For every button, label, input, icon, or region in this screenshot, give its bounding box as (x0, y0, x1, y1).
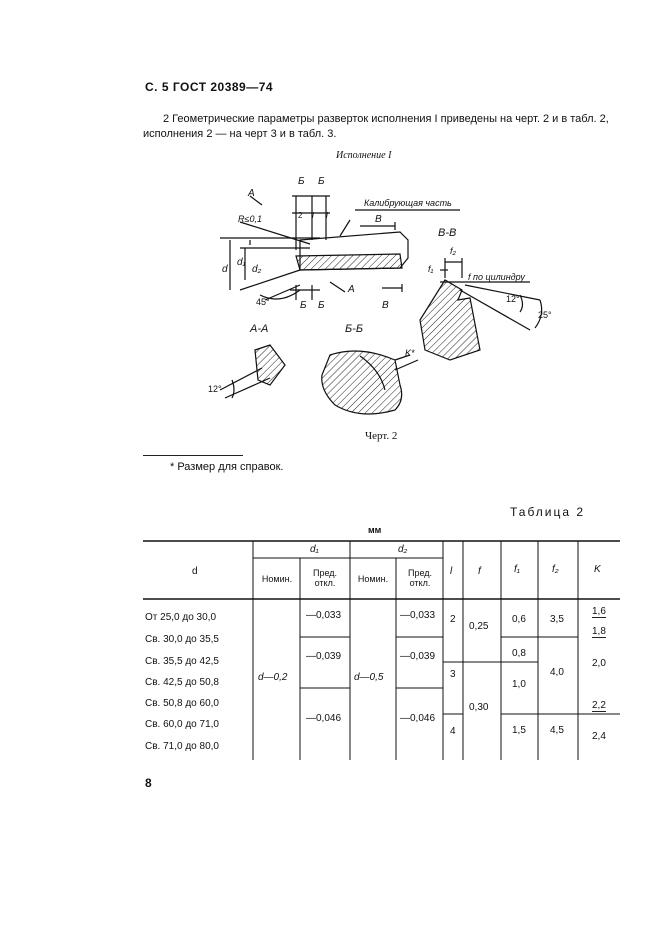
th-f1: f₁ (514, 564, 520, 575)
label-VV: В-В (438, 227, 456, 239)
k-value: 2,0 (592, 658, 606, 669)
l-value: 4 (450, 726, 456, 737)
th-d: d (192, 566, 198, 577)
k-value: 2,2 (592, 700, 606, 712)
row-d-range: Св. 30,0 до 35,5 (145, 634, 219, 645)
label-V-bot: В (382, 300, 389, 311)
d2-deviation: —0,039 (400, 651, 436, 662)
k-value: 2,4 (592, 731, 606, 742)
label-d: d (222, 264, 228, 275)
th-dev2: Пред. откл. (407, 568, 433, 588)
f1-value: 1,0 (512, 679, 526, 690)
th-nom2: Номин. (357, 574, 389, 584)
label-f2: f₂ (450, 246, 457, 256)
section-bb-profile (321, 350, 403, 415)
th-dev1: Пред. откл. (312, 568, 338, 588)
row-d-range: Св. 42,5 до 50,8 (145, 677, 219, 688)
label-25: 25° (538, 310, 552, 320)
label-d2: d₂ (252, 264, 262, 275)
d1-deviation: —0,033 (306, 610, 342, 621)
th-nom1: Номин. (261, 574, 293, 584)
paragraph-text: 2 Геометрические параметры разверток исп… (143, 113, 609, 140)
label-two: 2 (298, 211, 303, 220)
label-12: 12° (506, 294, 520, 304)
label-V-top: В (375, 214, 382, 225)
section-vv-profile (419, 279, 481, 361)
row-d-range: Св. 50,8 до 60,0 (145, 698, 219, 709)
label-BB: Б-Б (345, 323, 363, 335)
reamer-hatched-section (295, 253, 403, 271)
f2-value: 4,5 (550, 725, 564, 736)
label-l1: l (312, 211, 314, 220)
th-d2: d₂ (398, 544, 408, 555)
d1-deviation: —0,039 (306, 651, 342, 662)
label-f-cyl: f по цилиндру (468, 272, 525, 282)
th-K: K (594, 564, 601, 575)
label-calibr: Калибрующая часть (364, 198, 452, 208)
row-d-range: От 25,0 до 30,0 (145, 612, 217, 623)
f2-value: 4,0 (550, 667, 564, 678)
th-d1: d₁ (310, 544, 319, 555)
label-B-sec: Б (298, 176, 305, 187)
th-f2: f₂ (552, 564, 559, 575)
k-value: 1,8 (592, 626, 606, 638)
table-title: Таблица 2 (510, 505, 586, 519)
page-header: С. 5 ГОСТ 20389—74 (145, 80, 274, 94)
d2-nominal: d—0,5 (354, 672, 384, 683)
label-l2: l (326, 211, 328, 220)
row-d-range: Св. 71,0 до 80,0 (145, 741, 219, 752)
units-label: мм (368, 525, 382, 535)
label-A-bot: А (347, 284, 355, 295)
th-l: l (450, 566, 453, 577)
label-AA: А-А (249, 323, 268, 335)
d1-nominal: d—0,2 (258, 672, 288, 683)
k-value: 1,6 (592, 606, 606, 618)
footnote-rule (143, 455, 243, 456)
f-value: 0,30 (469, 702, 489, 713)
label-A-top: А (247, 188, 255, 199)
f-value: 0,25 (469, 621, 489, 632)
row-d-range: Св. 60,0 до 71,0 (145, 719, 219, 730)
th-f: f (478, 566, 481, 577)
l-value: 2 (450, 614, 456, 625)
f1-value: 0,8 (512, 648, 526, 659)
label-f1: f₁ (428, 264, 434, 274)
label-B-bot: Б (300, 300, 307, 311)
d2-deviation: —0,033 (400, 610, 436, 621)
f1-value: 0,6 (512, 614, 526, 625)
label-45: 45° (256, 297, 270, 307)
label-K: K* (405, 348, 415, 358)
label-B-bot2: Б (318, 300, 325, 311)
label-12b: 12° (208, 384, 222, 394)
l-value: 3 (450, 669, 456, 680)
label-d1: d₁ (237, 257, 246, 268)
section-aa-profile (254, 344, 286, 386)
d2-deviation: —0,046 (400, 713, 436, 724)
label-B-sec2: Б (318, 176, 325, 187)
page-number: 8 (145, 776, 152, 790)
variant-title: Исполнение I (336, 150, 392, 161)
f2-value: 3,5 (550, 614, 564, 625)
drawing-caption: Черт. 2 (365, 430, 398, 442)
label-R: R≤0,1 (238, 214, 262, 224)
footnote: * Размер для справок. (170, 461, 284, 473)
f1-value: 1,5 (512, 725, 526, 736)
d1-deviation: —0,046 (306, 713, 342, 724)
row-d-range: Св. 35,5 до 42,5 (145, 656, 219, 667)
